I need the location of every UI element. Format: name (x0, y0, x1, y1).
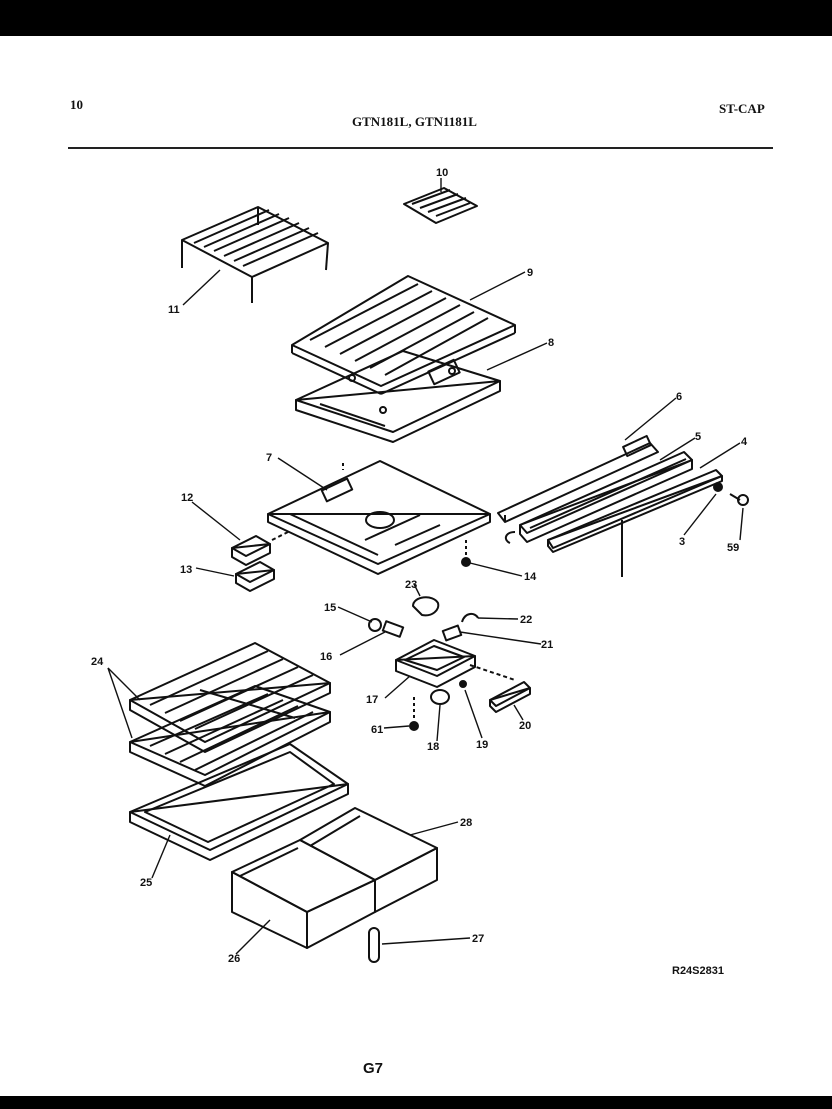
callout-17: 17 (366, 694, 378, 706)
part-15-lamp (368, 618, 382, 632)
part-7-tray (267, 460, 491, 575)
part-3-stop (713, 482, 723, 492)
part-8-cover (295, 350, 501, 443)
part-22-wire (461, 612, 479, 623)
callout-20: 20 (519, 720, 531, 732)
callout-27: 27 (472, 933, 484, 945)
callout-12: 12 (181, 492, 193, 504)
part-59-screw (729, 493, 749, 506)
callout-25: 25 (140, 877, 152, 889)
callout-21: 21 (541, 639, 553, 651)
callout-18: 18 (427, 741, 439, 753)
callout-59: 59 (727, 542, 739, 554)
callout-23: 23 (405, 579, 417, 591)
part-18-dial (430, 689, 450, 705)
callout-61: 61 (371, 724, 383, 736)
callout-6: 6 (676, 391, 682, 403)
part-27-divider (368, 927, 380, 963)
callout-13: 13 (180, 564, 192, 576)
part-20-plate (469, 664, 531, 713)
part-11-wire-rack (181, 206, 329, 303)
part-26-drawer (231, 839, 376, 949)
diagram-sheet (0, 36, 832, 1096)
header-rule (68, 147, 773, 149)
part-12-bracket (231, 531, 289, 566)
footer-page-label: G7 (363, 1060, 384, 1077)
part-19-screw (459, 680, 467, 688)
reference-code: R24S2831 (672, 965, 724, 977)
callout-24: 24 (91, 656, 104, 668)
callout-7: 7 (266, 452, 272, 464)
callout-9: 9 (527, 267, 533, 279)
callout-15: 15 (324, 602, 336, 614)
part-13-bracket (235, 561, 275, 592)
part-4-lower-rail (547, 469, 723, 577)
callout-14: 14 (524, 571, 537, 583)
part-61-screw (409, 721, 419, 731)
callout-28: 28 (460, 817, 472, 829)
callout-8: 8 (548, 337, 554, 349)
callout-22: 22 (520, 614, 532, 626)
page-number: 10 (70, 97, 83, 112)
callout-10: 10 (436, 167, 448, 179)
part-10-grille (403, 187, 478, 224)
callout-4: 4 (741, 436, 748, 448)
part-16-socket (381, 620, 405, 638)
part-23-knob (412, 596, 440, 617)
part-28-drawer (299, 807, 438, 913)
part-14-cap (461, 540, 471, 567)
callout-19: 19 (476, 739, 488, 751)
callout-3: 3 (679, 536, 685, 548)
part-5-ribbed-rail (504, 451, 693, 544)
part-21-switch (441, 624, 463, 642)
part-6-rail (497, 434, 659, 523)
part-25-frame (129, 743, 349, 861)
model-numbers: GTN181L, GTN1181L (352, 114, 477, 129)
part-17-housing (395, 639, 476, 688)
section-code: ST-CAP (719, 101, 765, 116)
callout-16: 16 (320, 651, 332, 663)
callout-5: 5 (695, 431, 701, 443)
callout-11: 11 (168, 304, 180, 316)
callout-26: 26 (228, 953, 240, 965)
